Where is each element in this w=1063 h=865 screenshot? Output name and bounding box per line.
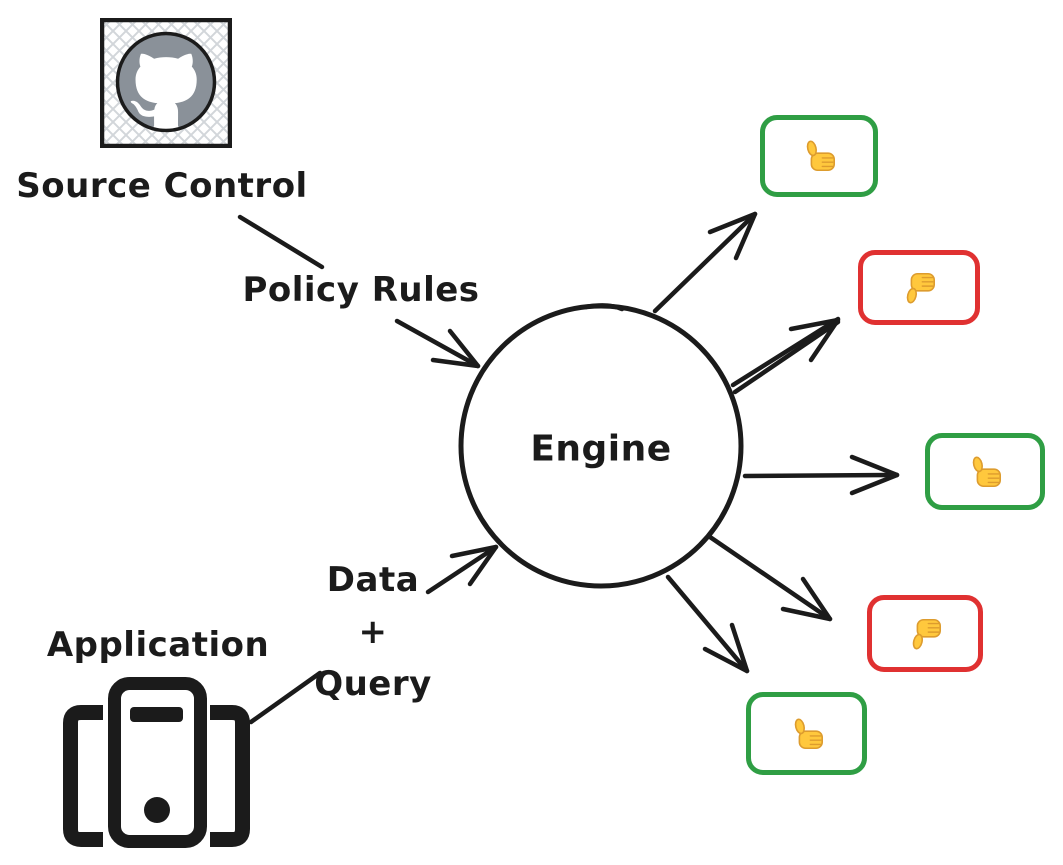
data-query-line-2: + [358,612,388,652]
verdict-box-4 [867,595,983,672]
source-control-label: Source Control [16,166,308,206]
engine-label: Engine [530,428,672,470]
application-label: Application [46,625,270,665]
policy-rules-label: Policy Rules [242,270,480,310]
arrow-engine-to-output-4 [707,534,833,622]
data-query-line-3: Query [314,664,432,704]
arrow-engine-to-output-2 [730,316,841,395]
thumbs-down-icon [911,618,942,650]
thumbs-up-icon [971,455,1002,487]
arrow-engine-to-output-1 [652,211,758,314]
verdict-box-3 [925,433,1045,510]
arrow-engine-to-output-5 [665,574,750,674]
edge-application-to-query-label [248,670,323,725]
github-icon [99,17,233,149]
verdict-box-5 [746,692,867,775]
verdict-box-1 [760,115,878,197]
thumbs-down-icon [905,272,936,304]
arrow-data-query-to-engine [425,544,499,595]
arrow-policy-rules-to-engine [394,318,481,369]
thumbs-up-icon [805,139,836,172]
arrow-engine-to-output-3 [742,454,900,496]
application-node [63,675,250,848]
app-device-icon [63,677,250,848]
data-query-label: Data + Query [314,554,432,710]
edge-source-control-to-policy-rules [237,214,325,270]
data-query-line-1: Data [326,560,420,600]
source-control-node [99,17,233,149]
verdict-box-2 [858,250,980,325]
thumbs-up-icon [792,717,823,749]
